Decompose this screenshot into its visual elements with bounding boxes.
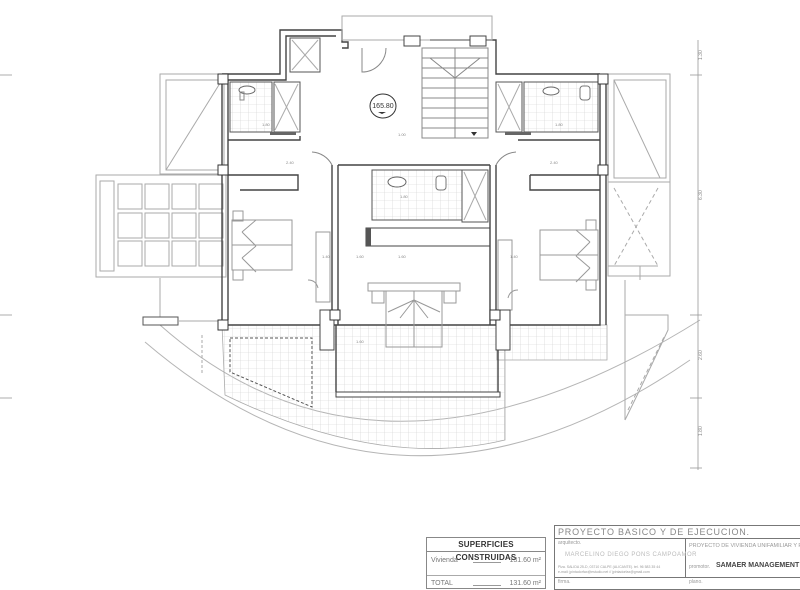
svg-text:1.60: 1.60 xyxy=(356,254,365,259)
architect-name: MARCELINO DIEGO PONS CAMPOAMOR xyxy=(565,552,698,558)
bed-left xyxy=(231,210,293,281)
jacuzzi-outline xyxy=(229,337,313,408)
svg-text:165.80: 165.80 xyxy=(372,103,394,110)
firma-label: firma. xyxy=(558,579,571,585)
promotor-name: SAMAER MANAGEMENT S.L. xyxy=(716,562,800,569)
svg-text:1.40: 1.40 xyxy=(322,254,331,259)
entrance-door xyxy=(361,47,387,73)
dimension-labels: 1.80 1.80 1.80 1.00 2.40 2.40 1.60 1.60 … xyxy=(262,122,564,344)
promotor-label: promotor. xyxy=(689,564,711,570)
architect-email: e-mail: jpintadorfax@estudio.net // jpin… xyxy=(558,570,650,574)
lift-shaft xyxy=(289,37,321,73)
svg-text:1.60: 1.60 xyxy=(356,339,365,344)
right-balcony-tiles xyxy=(496,324,608,361)
superficies-row-total: TOTAL 131.60 m² xyxy=(431,580,541,587)
svg-text:2.60: 2.60 xyxy=(698,350,704,360)
master-bed xyxy=(367,282,461,348)
svg-text:1.80: 1.80 xyxy=(400,194,409,199)
plano-label: plano. xyxy=(689,579,703,585)
svg-text:2.40: 2.40 xyxy=(550,160,559,165)
staircase xyxy=(421,47,489,139)
right-terraces xyxy=(607,73,671,421)
svg-text:1.40: 1.40 xyxy=(510,254,519,259)
bathroom-center-floor xyxy=(371,169,463,221)
superficies-row-vivienda: Vivienda 131.60 m² xyxy=(431,557,541,564)
right-dimension-line xyxy=(0,40,702,470)
wardrobe-right xyxy=(497,239,513,311)
level-badge: 165.80 xyxy=(369,93,397,119)
svg-text:1.80: 1.80 xyxy=(698,426,704,436)
svg-text:1.00: 1.00 xyxy=(398,132,407,137)
left-pergola xyxy=(95,73,227,320)
svg-text:6.30: 6.30 xyxy=(698,190,704,200)
project-title: PROYECTO DE VIVIENDA UNIFAMILIAR Y PISCI xyxy=(689,543,800,549)
title-block-header: PROYECTO BASICO Y DE EJECUCION. xyxy=(555,526,800,539)
bench xyxy=(142,316,179,326)
svg-text:1.30: 1.30 xyxy=(698,50,704,60)
architect-address: Plza. SALIDA 25-D, 03710 CALPE (ALICANTE… xyxy=(558,565,661,569)
terrace-tiled-floor xyxy=(221,324,506,449)
svg-text:1.60: 1.60 xyxy=(398,254,407,259)
architect-cell: arquitecto. MARCELINO DIEGO PONS CAMPOAM… xyxy=(555,538,697,578)
svg-text:1.80: 1.80 xyxy=(555,122,564,127)
superficies-title: SUPERFICIES CONSTRUIDAS xyxy=(427,538,545,562)
svg-text:1.80: 1.80 xyxy=(262,122,271,127)
bed-right xyxy=(539,219,599,291)
project-cell: PROYECTO DE VIVIENDA UNIFAMILIAR Y PISCI… xyxy=(686,538,800,578)
superficies-table: SUPERFICIES CONSTRUIDAS Vivienda 131.60 … xyxy=(426,537,546,589)
svg-text:2.40: 2.40 xyxy=(286,160,295,165)
wardrobe-left xyxy=(315,231,331,303)
title-block: PROYECTO BASICO Y DE EJECUCION. arquitec… xyxy=(554,525,800,590)
architect-label: arquitecto. xyxy=(558,540,582,546)
